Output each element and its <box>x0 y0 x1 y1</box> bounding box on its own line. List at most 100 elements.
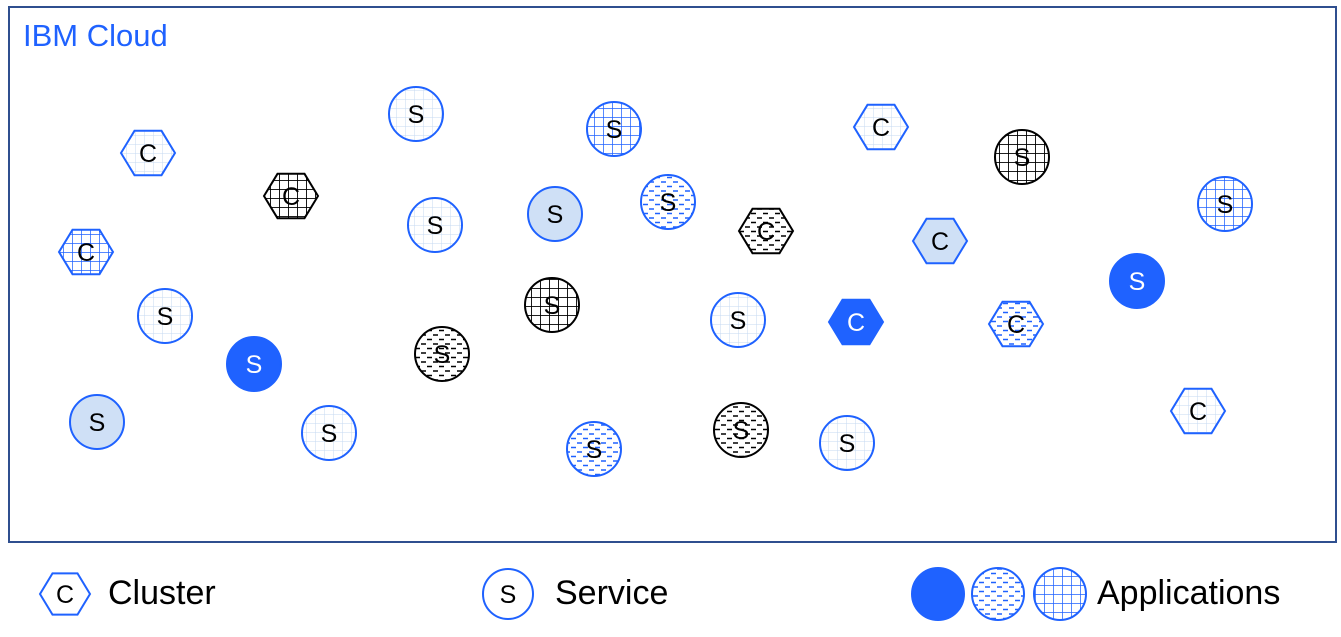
cluster-node: C <box>987 300 1045 348</box>
legend-cluster-icon: C <box>38 572 92 616</box>
service-symbol-label: S <box>1217 191 1234 219</box>
cluster-hexagon <box>262 172 320 220</box>
cluster-node: C <box>57 228 115 276</box>
cluster-node: C <box>852 103 910 151</box>
service-node: S <box>226 336 282 392</box>
cluster-symbol-label: C <box>757 218 775 246</box>
service-symbol-label: S <box>246 351 263 379</box>
service-circle <box>819 415 875 471</box>
cluster-hexagon <box>1169 387 1227 435</box>
cluster-node: C <box>1169 387 1227 435</box>
service-symbol-label: S <box>321 420 338 448</box>
cluster-symbol-label: C <box>139 140 157 168</box>
cluster-hexagon <box>911 217 969 265</box>
service-symbol-label: S <box>730 307 747 335</box>
cluster-symbol-label: C <box>931 228 949 256</box>
service-symbol-label: S <box>434 341 451 369</box>
diagram-title: IBM Cloud <box>23 18 168 53</box>
service-node: S <box>1197 176 1253 232</box>
legend-service-label: Service <box>555 574 669 612</box>
service-node: S <box>527 186 583 242</box>
service-node: S <box>524 277 580 333</box>
service-circle <box>971 567 1025 621</box>
service-symbol-label: S <box>660 189 677 217</box>
service-node: S <box>994 129 1050 185</box>
cluster-symbol-label: C <box>1189 398 1207 426</box>
service-circle <box>301 405 357 461</box>
legend-app-dash-icon <box>971 567 1025 621</box>
cluster-hexagon <box>737 207 795 255</box>
service-node: S <box>69 394 125 450</box>
legend-service-icon: S <box>482 568 534 620</box>
cluster-hexagon <box>38 572 92 616</box>
service-node: S <box>301 405 357 461</box>
service-symbol-label: S <box>157 303 174 331</box>
service-circle <box>1033 567 1087 621</box>
service-circle <box>994 129 1050 185</box>
service-node: S <box>137 288 193 344</box>
service-symbol-label: S <box>427 212 444 240</box>
service-circle <box>586 101 642 157</box>
service-node: S <box>586 101 642 157</box>
service-symbol-label: S <box>89 409 106 437</box>
legend-cluster-label: Cluster <box>108 574 216 612</box>
service-circle <box>527 186 583 242</box>
service-symbol-label: S <box>544 292 561 320</box>
service-symbol-label: S <box>1014 144 1031 172</box>
service-node: S <box>640 174 696 230</box>
service-circle <box>640 174 696 230</box>
cluster-node: C <box>119 129 177 177</box>
service-circle <box>1109 253 1165 309</box>
service-circle <box>69 394 125 450</box>
cluster-node: C <box>827 298 885 346</box>
cluster-hexagon <box>827 298 885 346</box>
cluster-symbol-label: C <box>847 309 865 337</box>
legend-applications-label: Applications <box>1097 574 1281 612</box>
service-node: S <box>1109 253 1165 309</box>
cluster-hexagon <box>119 129 177 177</box>
cluster-symbol-label: C <box>872 114 890 142</box>
cluster-hexagon <box>57 228 115 276</box>
service-symbol-label: S <box>408 101 425 129</box>
service-node: S <box>566 421 622 477</box>
service-circle <box>388 86 444 142</box>
service-symbol-label: S <box>586 436 603 464</box>
service-circle <box>911 567 965 621</box>
service-circle <box>710 292 766 348</box>
cluster-symbol-label: C <box>1007 311 1025 339</box>
service-circle <box>524 277 580 333</box>
service-circle <box>713 402 769 458</box>
service-circle <box>137 288 193 344</box>
cluster-node: C <box>911 217 969 265</box>
legend-app-grid-icon <box>1033 567 1087 621</box>
service-node: S <box>407 197 463 253</box>
service-node: S <box>819 415 875 471</box>
service-circle <box>1197 176 1253 232</box>
service-symbol-label: S <box>839 430 856 458</box>
legend-app-solid-icon <box>911 567 965 621</box>
service-circle <box>414 326 470 382</box>
service-node: S <box>713 402 769 458</box>
service-symbol-label: S <box>606 116 623 144</box>
nodes-layer: C C C C C C C C C S S S S S S S S S S S S S S S S S S <box>57 86 1253 477</box>
service-symbol-label: S <box>547 201 564 229</box>
cluster-node: C <box>737 207 795 255</box>
service-symbol-label: S <box>1129 268 1146 296</box>
service-circle <box>226 336 282 392</box>
service-circle <box>566 421 622 477</box>
cluster-hexagon <box>852 103 910 151</box>
cluster-hexagon <box>987 300 1045 348</box>
service-node: S <box>414 326 470 382</box>
cluster-symbol-label: C <box>282 183 300 211</box>
service-symbol-label: S <box>733 417 750 445</box>
service-circle <box>482 568 534 620</box>
cluster-symbol-label: C <box>56 581 74 609</box>
cluster-node: C <box>262 172 320 220</box>
service-node: S <box>388 86 444 142</box>
service-circle <box>407 197 463 253</box>
cluster-symbol-label: C <box>77 239 95 267</box>
service-symbol-label: S <box>500 581 517 609</box>
service-node: S <box>710 292 766 348</box>
